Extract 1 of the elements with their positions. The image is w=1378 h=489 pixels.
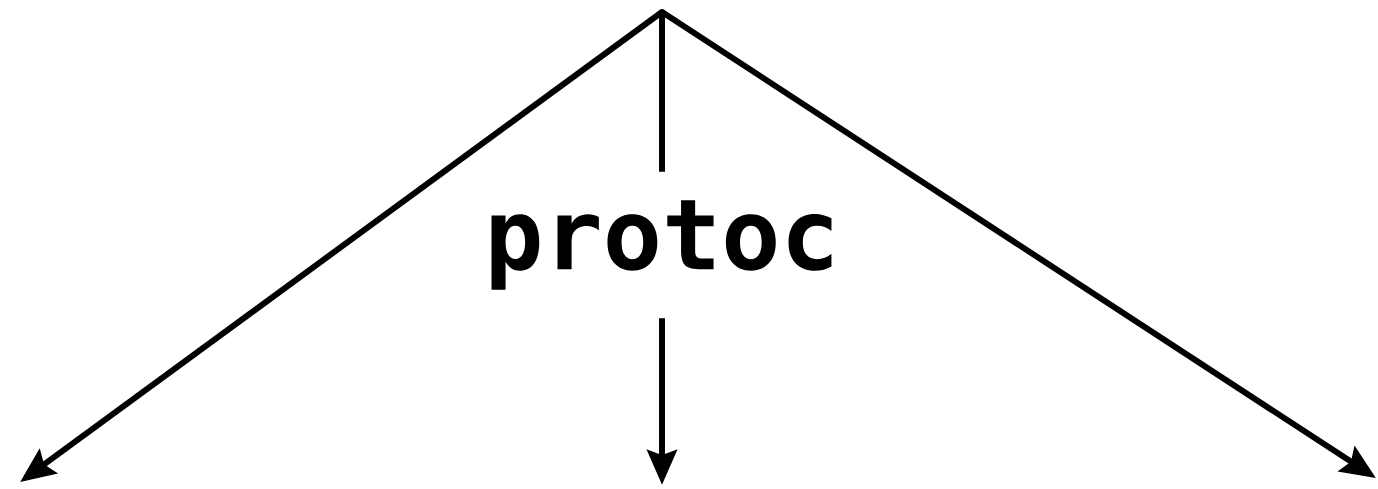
command-label: protoc	[491, 200, 832, 290]
